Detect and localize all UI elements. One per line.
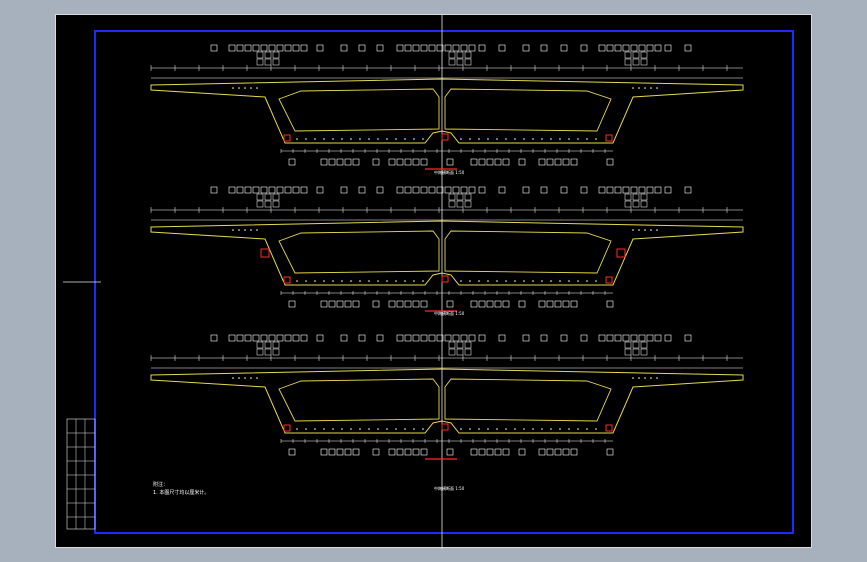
anchor-marker [605,424,613,432]
void-left [278,88,440,132]
section-3-caption: 中跨横断面 1:50 [434,486,465,491]
rebar-dots [232,377,658,430]
girder-outline [150,78,744,144]
anchor-marker [283,276,291,284]
label-boxes-bottom [288,300,614,308]
cross-section-2 [150,186,744,312]
girder-outline [150,220,744,286]
anchor-marker [283,424,291,432]
void-right [444,88,612,132]
label-boxes-top [210,186,692,208]
notes-line-1: 1. 本图尺寸均以厘米计。 [153,490,210,496]
cross-section-1 [150,44,744,170]
notes-title: 附注： [153,482,169,488]
void-right [444,230,612,274]
label-boxes-top [210,334,692,356]
anchor-marker [616,248,626,258]
section-2-caption: 中跨横断面 1:50 [434,311,465,316]
notes-block: 附注： 1. 本图尺寸均以厘米计。 [153,481,209,497]
title-block [66,418,96,530]
anchor-marker [441,133,449,141]
rebar-dots [232,87,658,140]
label-boxes-bottom [288,448,614,456]
void-right [444,378,612,422]
drawing-sheet: 中跨横断面 1:50 中跨横断面 1:50 中跨横断面 1:50 附注： 1. … [55,14,812,549]
anchor-marker [441,423,449,431]
label-boxes-top [210,44,692,66]
label-boxes-bottom [288,158,614,166]
cad-drawing [63,15,794,549]
anchor-marker [260,248,270,258]
girder-outline [150,368,744,434]
anchor-marker [283,134,291,142]
section-1-caption: 中跨横断面 1:50 [434,170,465,175]
anchor-marker [605,276,613,284]
void-left [278,230,440,274]
anchor-marker [605,134,613,142]
void-left [278,378,440,422]
anchor-marker [441,275,449,283]
cross-section-3 [150,334,744,460]
rebar-dots [232,229,658,282]
